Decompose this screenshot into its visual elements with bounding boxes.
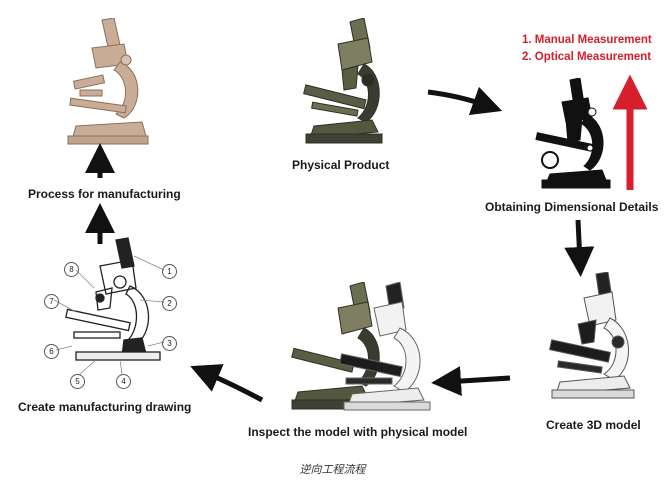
- 3d-model-microscope-icon: [549, 272, 635, 399]
- step-physical-product: Physical Product: [292, 158, 390, 172]
- measurement-methods: 1. Manual Measurement 2. Optical Measure…: [522, 32, 652, 66]
- inspect-microscopes-icon: [291, 282, 431, 411]
- step-create-3d-model: Create 3D model: [546, 418, 641, 432]
- manufacturing-microscope-icon: [67, 18, 149, 145]
- callout-7: 7: [44, 294, 59, 309]
- step-inspect-model: Inspect the model with physical model: [248, 425, 468, 439]
- dimensional-microscope-icon: [535, 78, 611, 189]
- callout-4: 4: [116, 374, 131, 389]
- method-optical: 2. Optical Measurement: [522, 51, 652, 63]
- callout-2: 2: [162, 296, 177, 311]
- physical-product-microscope-icon: [303, 18, 383, 144]
- callout-5: 5: [70, 374, 85, 389]
- method-manual: 1. Manual Measurement: [522, 34, 652, 46]
- step-obtaining-details: Obtaining Dimensional Details: [485, 200, 659, 214]
- figure-caption: 逆向工程流程: [299, 463, 366, 476]
- manufacturing-drawing-icon: [53, 237, 165, 375]
- arrow-obtaining-to-3d: [564, 219, 595, 277]
- step-process-manufacturing: Process for manufacturing: [28, 187, 181, 201]
- callout-1: 1: [162, 264, 177, 279]
- callout-8: 8: [64, 262, 79, 277]
- step-create-drawing: Create manufacturing drawing: [18, 400, 192, 414]
- callout-6: 6: [44, 344, 59, 359]
- callout-3: 3: [162, 336, 177, 351]
- arrow-physical-to-obtaining: [427, 86, 503, 116]
- arrow-inspect-to-drawing: [190, 364, 264, 403]
- arrow-3d-to-inspect: [431, 366, 511, 397]
